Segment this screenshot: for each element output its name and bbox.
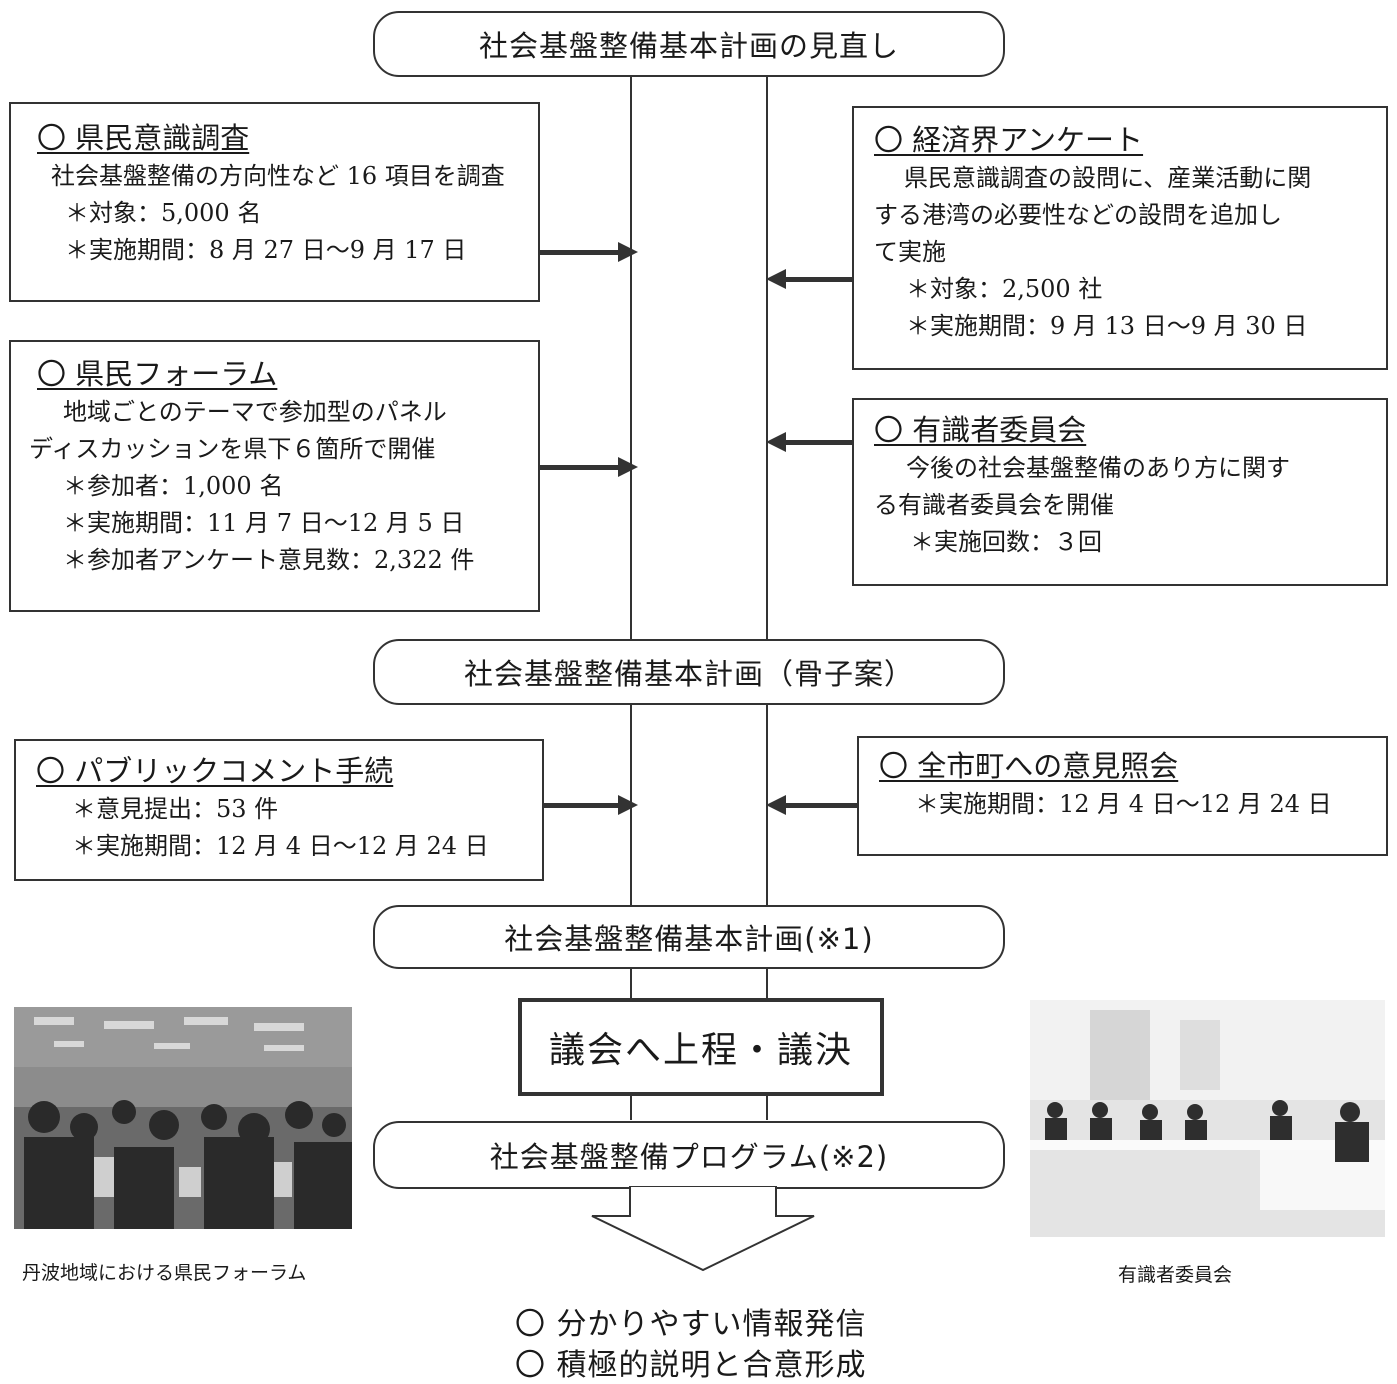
arrow-municipal — [766, 795, 857, 815]
resident-survey-line: ＊対象：5,000 名 — [65, 199, 262, 227]
experts-photo — [1030, 1000, 1385, 1237]
arrow-survey — [540, 242, 638, 262]
flow-line-right-bottom — [766, 1094, 768, 1120]
goal-item: 〇 分かりやすい情報発信 — [515, 1307, 867, 1342]
public-comment-line: ＊実施期間：12 月 4 日～12 月 24 日 — [72, 832, 489, 860]
arrow-forum — [540, 457, 638, 477]
resident-forum-line: ディスカッションを県下６箇所で開催 — [29, 435, 436, 463]
council-approval-box: 議会へ上程・議決 — [518, 998, 884, 1096]
review-plan-pill: 社会基盤整備基本計画の見直し — [373, 11, 1005, 77]
municipal-inquiry-box: 〇 全市町への意見照会 ＊実施期間：12 月 4 日～12 月 24 日 — [857, 736, 1388, 856]
goal-item: 〇 積極的説明と合意形成 — [515, 1348, 867, 1383]
flow-line-right-lower — [766, 964, 768, 1000]
down-arrow-icon — [591, 1186, 815, 1272]
experts-committee-box: 〇 有識者委員会 今後の社会基盤整備のあり方に関す る有識者委員会を開催 ＊実施… — [852, 398, 1388, 586]
business-survey-line: ＊実施期間：9 月 13 日～9 月 30 日 — [906, 312, 1308, 340]
flow-line-left-bottom — [630, 1094, 632, 1120]
flow-line-left-lower — [630, 964, 632, 1000]
draft-plan-pill: 社会基盤整備基本計画（骨子案） — [373, 639, 1005, 705]
flow-line-left — [630, 74, 632, 906]
resident-survey-line: ＊実施期間：8 月 27 日～9 月 17 日 — [65, 236, 467, 264]
business-survey-box: 〇 経済界アンケート 県民意識調査の設問に、産業活動に関 する港湾の必要性などの… — [852, 106, 1388, 370]
business-survey-line: 県民意識調査の設問に、産業活動に関 — [904, 164, 1312, 192]
resident-forum-box: 〇 県民フォーラム 地域ごとのテーマで参加型のパネル ディスカッションを県下６箇… — [9, 340, 540, 612]
resident-forum-line: ＊参加者：1,000 名 — [63, 472, 284, 500]
experts-photo-caption: 有識者委員会 — [1118, 1264, 1233, 1286]
public-comment-line: ＊意見提出：53 件 — [72, 795, 279, 823]
experts-committee-title: 〇 有識者委員会 — [874, 413, 1087, 447]
municipal-inquiry-line: ＊実施期間：12 月 4 日～12 月 24 日 — [915, 790, 1332, 818]
program-pill: 社会基盤整備プログラム(※2) — [373, 1121, 1005, 1189]
municipal-inquiry-title: 〇 全市町への意見照会 — [879, 749, 1179, 783]
business-survey-line: て実施 — [874, 238, 946, 266]
public-comment-box: 〇 パブリックコメント手続 ＊意見提出：53 件 ＊実施期間：12 月 4 日～… — [14, 739, 544, 881]
public-comment-title: 〇 パブリックコメント手続 — [36, 754, 394, 788]
experts-committee-line: 今後の社会基盤整備のあり方に関す — [906, 454, 1290, 482]
resident-forum-title: 〇 県民フォーラム — [37, 357, 278, 391]
business-survey-line: する港湾の必要性などの設問を追加し — [874, 201, 1282, 229]
forum-photo-caption: 丹波地域における県民フォーラム — [22, 1262, 307, 1284]
arrow-experts — [766, 432, 852, 452]
basic-plan-pill: 社会基盤整備基本計画(※1) — [373, 905, 1005, 969]
resident-forum-line: ＊参加者アンケート意見数：2,322 件 — [63, 546, 475, 574]
experts-committee-line: ＊実施回数：３回 — [910, 528, 1102, 556]
resident-survey-box: 〇 県民意識調査 社会基盤整備の方向性など 16 項目を調査 ＊対象：5,000… — [9, 102, 540, 302]
arrow-business — [766, 269, 852, 289]
flow-line-right — [766, 74, 768, 906]
business-survey-title: 〇 経済界アンケート — [874, 123, 1144, 157]
resident-forum-line: ＊実施期間：11 月 7 日～12 月 5 日 — [63, 509, 465, 537]
forum-photo — [14, 1007, 352, 1229]
experts-committee-line: る有識者委員会を開催 — [874, 491, 1114, 519]
resident-survey-line: 社会基盤整備の方向性など 16 項目を調査 — [51, 162, 505, 190]
business-survey-line: ＊対象：2,500 社 — [906, 275, 1103, 303]
resident-forum-line: 地域ごとのテーマで参加型のパネル — [63, 398, 447, 426]
resident-survey-title: 〇 県民意識調査 — [37, 121, 250, 155]
arrow-public-comment — [544, 795, 638, 815]
